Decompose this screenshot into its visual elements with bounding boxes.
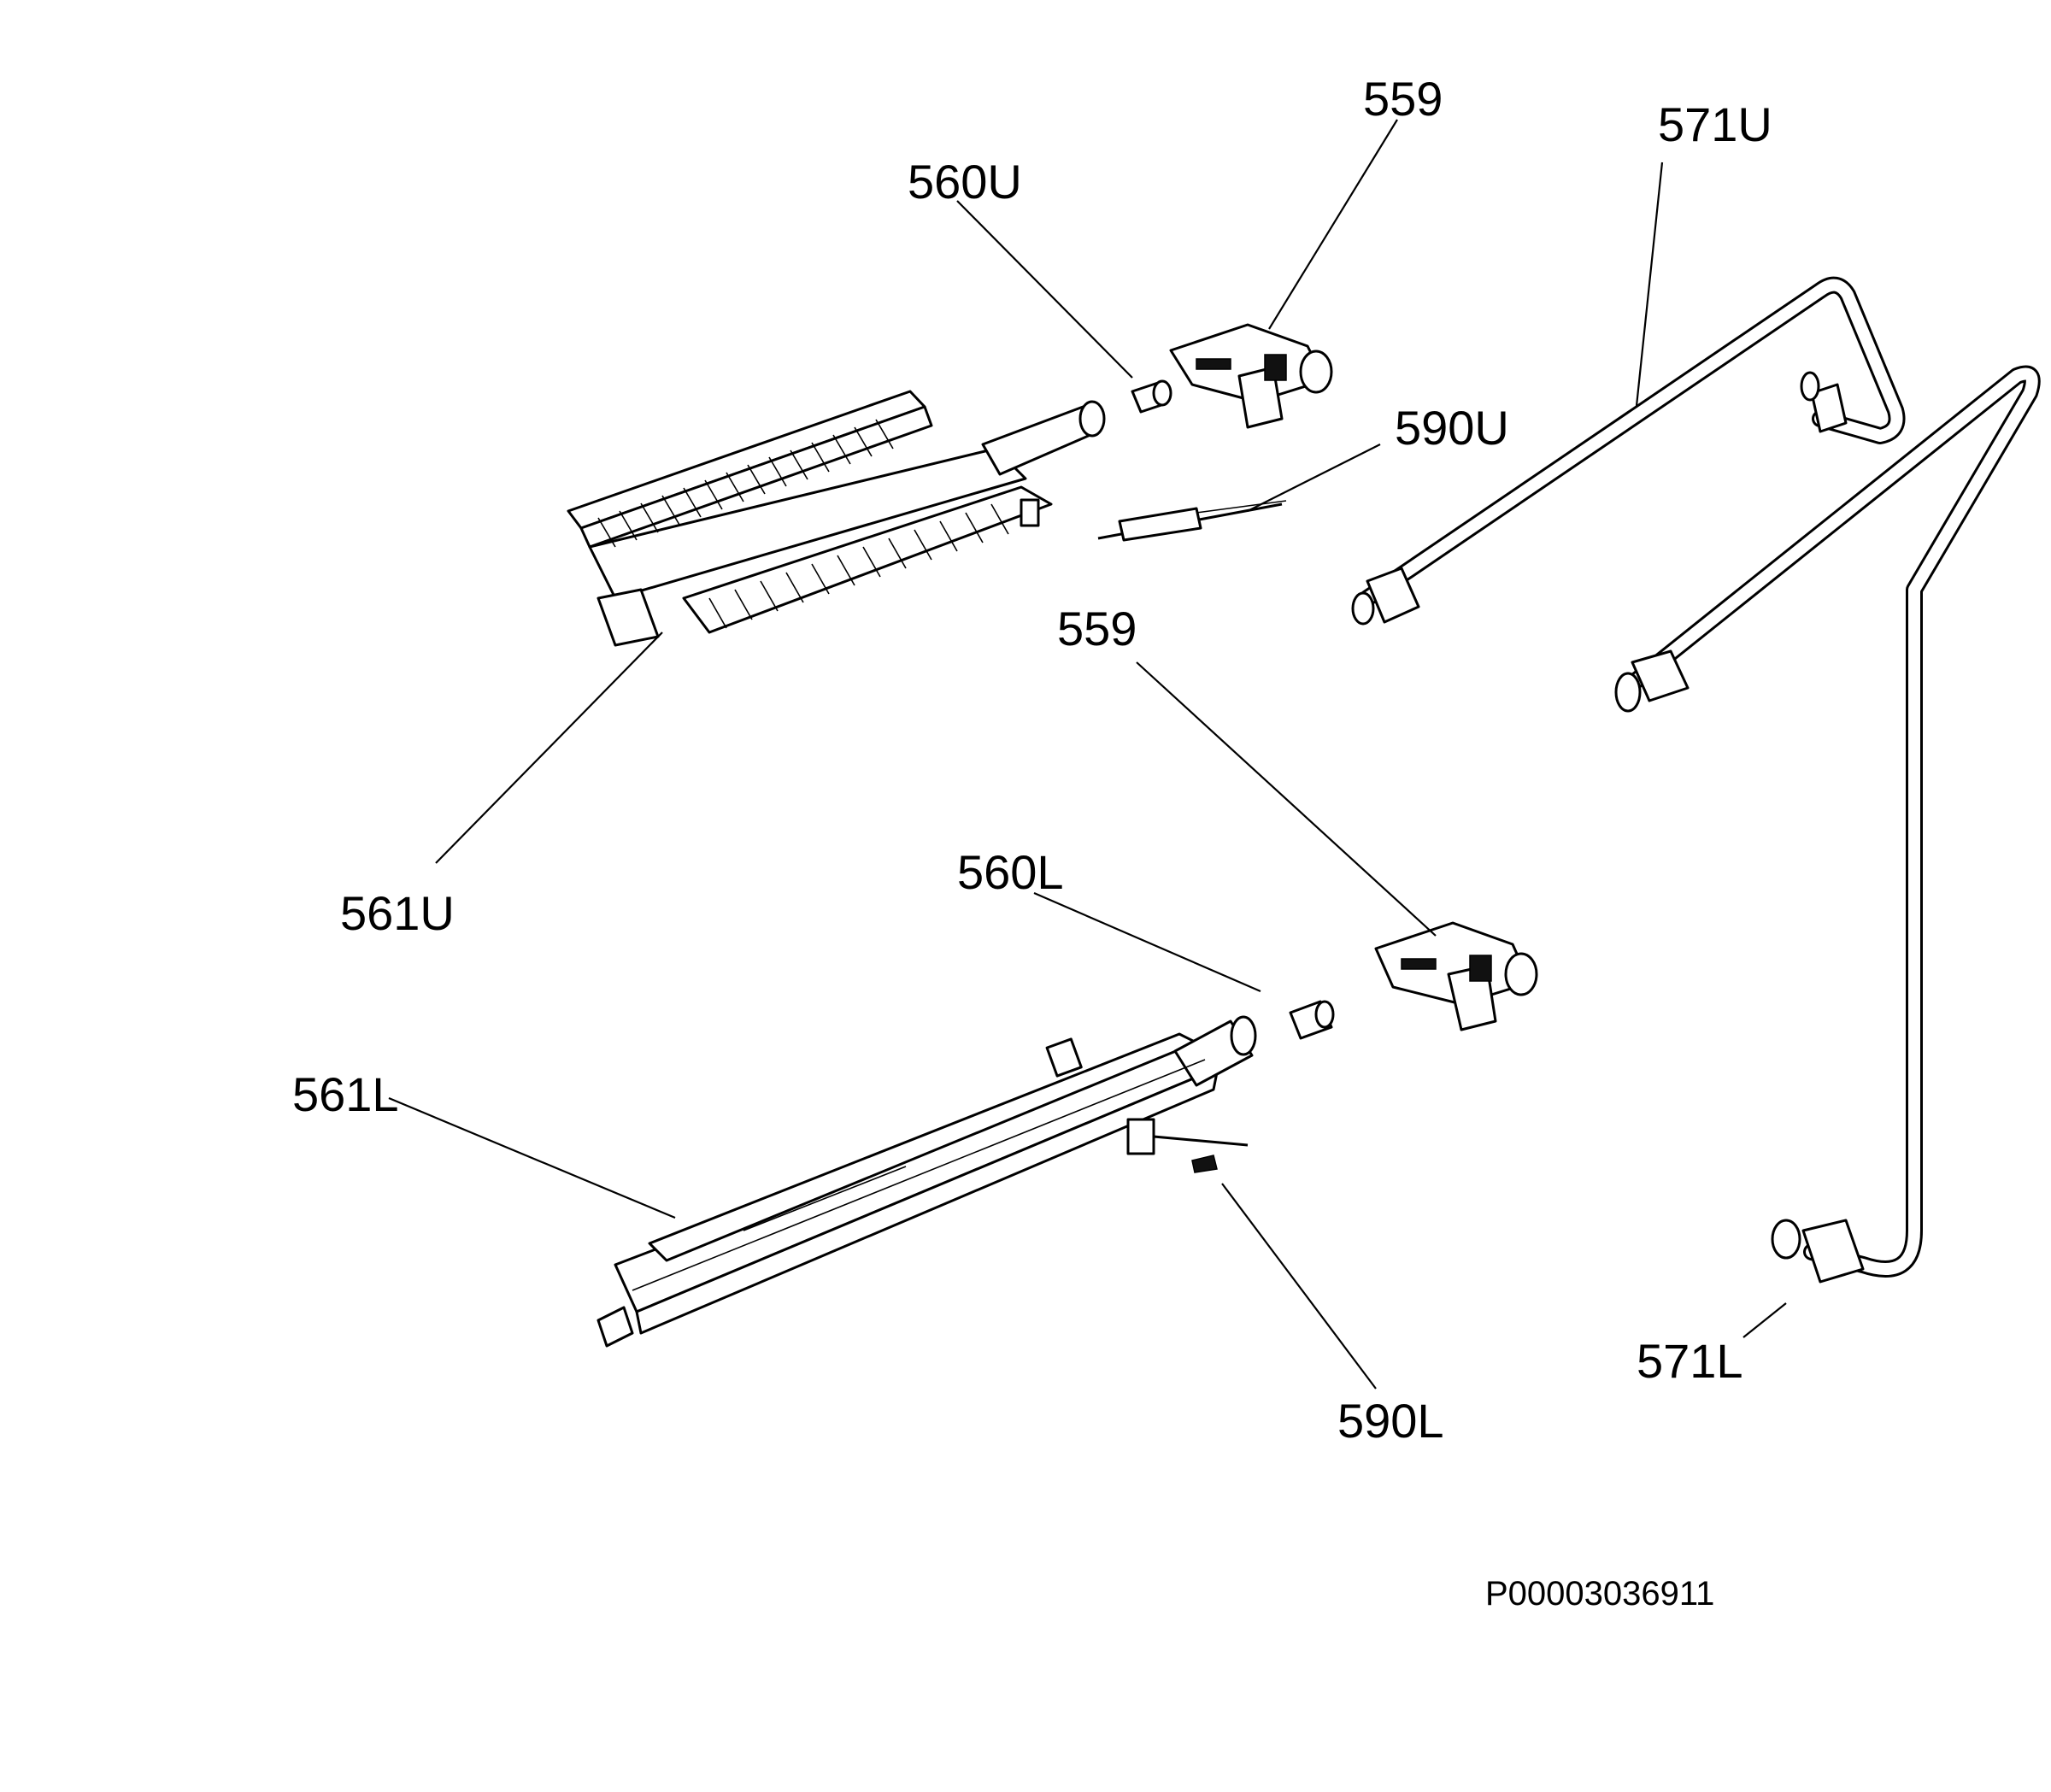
callout-560U: 560U [908, 155, 1022, 209]
upper-burner-561U [567, 390, 1106, 647]
callout-561U: 561U [340, 886, 455, 940]
valve-559-lower [1374, 921, 1538, 1031]
callout-561L: 561L [292, 1067, 399, 1121]
orifice-560U [1131, 379, 1172, 414]
leader-lines [388, 119, 1787, 1390]
thermocouple-590L [1191, 1155, 1218, 1173]
gas-tube-571U [1351, 276, 1906, 626]
valve-559-upper [1169, 323, 1333, 429]
callout-571U: 571U [1658, 97, 1772, 151]
document-id: P00003036911 [1485, 1575, 1714, 1613]
orifice-560L [1289, 1000, 1335, 1040]
callout-571L: 571L [1637, 1334, 1743, 1388]
callout-560L: 560L [957, 845, 1064, 899]
callout-559-upper: 559 [1363, 72, 1443, 126]
callout-590U: 590U [1395, 401, 1509, 455]
callout-590L: 590L [1337, 1394, 1444, 1448]
callout-559-lower: 559 [1057, 602, 1137, 655]
gas-tube-571L [1614, 365, 2041, 1284]
lower-burner-561L [596, 1015, 1257, 1348]
